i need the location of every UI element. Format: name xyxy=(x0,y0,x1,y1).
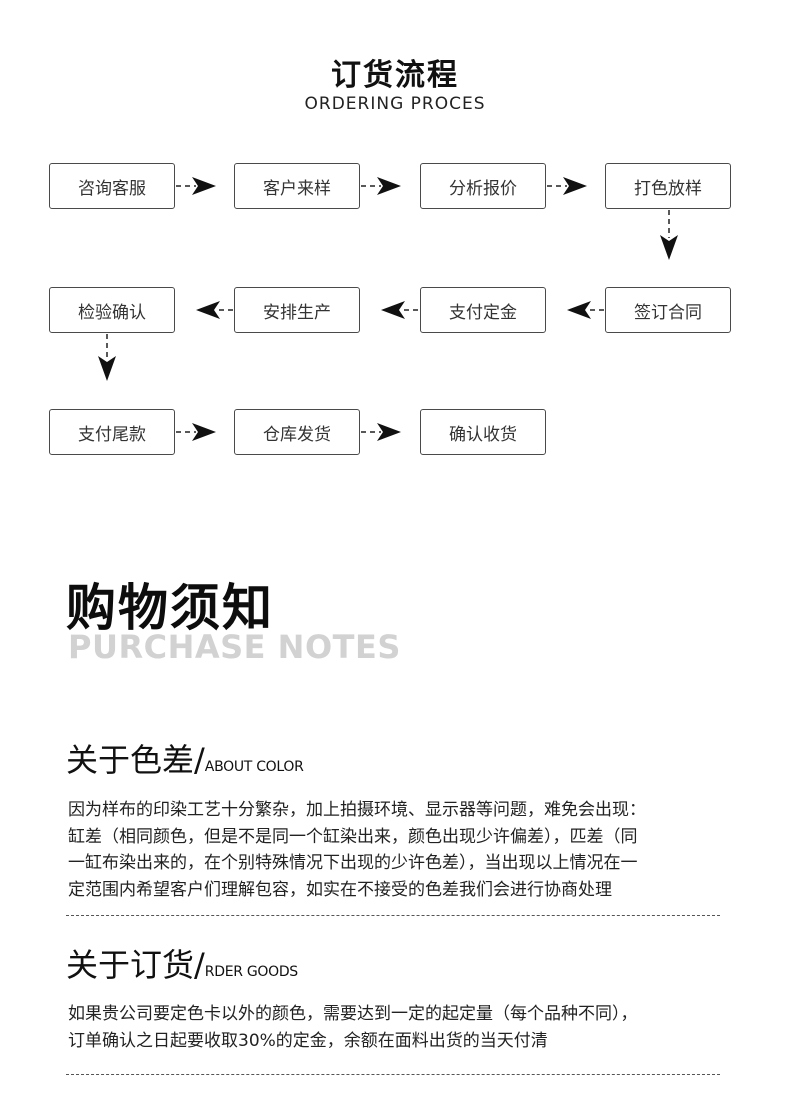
arrow-left-icon xyxy=(567,301,591,319)
arrow-left-icon xyxy=(196,301,220,319)
section-heading-color: 关于色差/ABOUT COLOR xyxy=(66,735,304,781)
heading-slash: / xyxy=(194,946,205,984)
arrow-right-icon xyxy=(377,423,401,441)
flow-step-contract: 签订合同 xyxy=(605,287,731,333)
body-line: 如果贵公司要定色卡以外的颜色，需要达到一定的起定量（每个品种不同）， xyxy=(68,1004,638,1024)
flow-connectors xyxy=(98,177,678,441)
section-heading-en: ABOUT COLOR xyxy=(204,759,304,775)
flow-step-balance: 支付尾款 xyxy=(49,409,175,455)
section-heading-en: RDER GOODS xyxy=(204,964,298,980)
section-divider xyxy=(66,915,720,916)
arrow-right-icon xyxy=(563,177,587,195)
flow-step-shipping: 仓库发货 xyxy=(234,409,360,455)
body-line: 一缸布染出来的，在个别特殊情况下出现的少许色差），当出现以上情况在一 xyxy=(68,853,638,873)
flow-step-sample: 客户来样 xyxy=(234,163,360,209)
flow-step-quote: 分析报价 xyxy=(420,163,546,209)
section-body-color: 因为样布的印染工艺十分繁杂，加上拍摄环境、显示器等问题，难免会出现： 缸差（相同… xyxy=(68,797,728,903)
body-line: 缸差（相同颜色，但是不是同一个缸染出来，颜色出现少许偏差），匹差（同 xyxy=(68,826,638,847)
arrow-down-icon xyxy=(660,235,678,260)
heading-slash: / xyxy=(194,741,205,779)
arrow-left-icon xyxy=(381,301,405,319)
body-line: 因为样布的印染工艺十分繁杂，加上拍摄环境、显示器等问题，难免会出现： xyxy=(68,800,646,820)
flow-title: 订货流程 xyxy=(331,58,459,93)
flow-step-consult: 咨询客服 xyxy=(49,163,175,209)
flow-step-deposit: 支付定金 xyxy=(420,287,546,333)
arrow-right-icon xyxy=(192,423,216,441)
arrow-right-icon xyxy=(192,177,216,195)
flow-step-production: 安排生产 xyxy=(234,287,360,333)
notes-subtitle: PURCHASE NOTES xyxy=(68,628,401,666)
section-body-order: 如果贵公司要定色卡以外的颜色，需要达到一定的起定量（每个品种不同）， 订单确认之… xyxy=(68,1001,728,1054)
section-heading-order: 关于订货/RDER GOODS xyxy=(66,940,298,986)
section-divider xyxy=(66,1074,720,1075)
arrow-down-icon xyxy=(98,356,116,381)
flow-step-color-sample: 打色放样 xyxy=(605,163,731,209)
section-heading-zh: 关于色差 xyxy=(66,741,195,779)
flow-step-receipt: 确认收货 xyxy=(420,409,546,455)
body-line: 定范围内希望客户们理解包容，如实在不接受的色差我们会进行协商处理 xyxy=(68,879,612,900)
arrow-right-icon xyxy=(377,177,401,195)
flow-step-inspection: 检验确认 xyxy=(49,287,175,333)
flow-subtitle: ORDERING PROCES xyxy=(304,94,486,114)
section-heading-zh: 关于订货 xyxy=(66,946,195,984)
notes-title: 购物须知 xyxy=(66,579,274,637)
body-line: 订单确认之日起要收取30%的定金，余额在面料出货的当天付清 xyxy=(68,1030,548,1051)
